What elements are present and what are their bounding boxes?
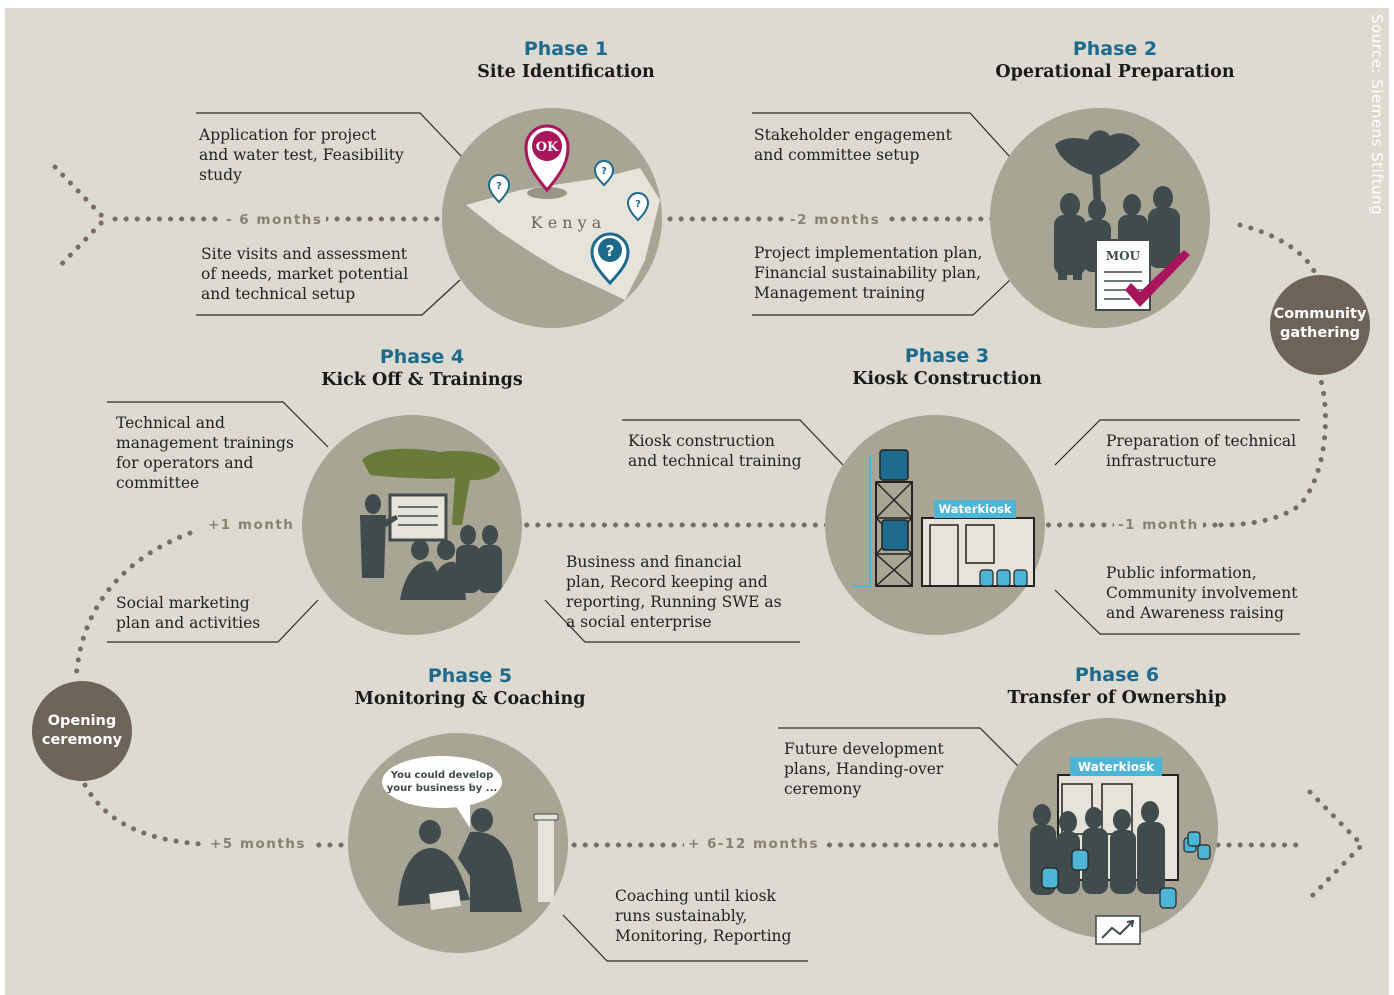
leader-p6 (778, 727, 1023, 771)
trend-arrow-icon (1126, 919, 1135, 928)
phase-5-number: Phase 5 (427, 665, 513, 687)
community-gathering-bubble (1270, 275, 1370, 375)
phase-3-name: Kiosk Construction (852, 369, 1042, 389)
svg-text:?: ? (606, 242, 615, 260)
phase-5-name: Monitoring & Coaching (354, 689, 586, 709)
ownership-icon: Waterkiosk (1030, 757, 1211, 945)
svg-text:?: ? (496, 181, 502, 192)
phase-3-title: Phase 3 Kiosk Construction (797, 345, 1097, 391)
leader-p3-left (622, 419, 844, 466)
phase-4-text-top: Technical and management trainings for o… (116, 414, 294, 492)
leader-p4-top (107, 401, 329, 448)
training-icon (360, 448, 502, 600)
leader-p2-bottom (752, 279, 1011, 316)
leader-p3-right-top (1054, 419, 1300, 466)
phase-5-text: Coaching until kiosk runs sustainably, M… (615, 887, 792, 945)
tree-silhouette-icon (1055, 130, 1140, 225)
phase-1-title: Phase 1 Site Identification (416, 38, 716, 84)
flow-bubble-to-row-3 (1217, 369, 1328, 528)
coaching-icon: You could develop your business by ... (382, 756, 559, 912)
phase-1-text-bottom: Site visits and assessment of needs, mar… (201, 245, 409, 303)
phase-2-name: Operational Preparation (995, 62, 1235, 82)
phase-4-name: Kick Off & Trainings (321, 370, 523, 390)
duration-plus-1-month: +1 month (204, 517, 299, 533)
kiosk-construction-icon: Waterkiosk (852, 449, 1035, 587)
leader-p1-bottom (196, 279, 461, 316)
waterkiosk-sign-label: Waterkiosk (1078, 760, 1155, 774)
leader-p3-right-bottom (1054, 589, 1300, 635)
mou-group-icon: MOU (1054, 130, 1190, 311)
phase-1-text-top: Application for project and water test, … (199, 126, 404, 184)
duration-minus-6-months: - 6 months (222, 212, 327, 228)
duration-plus-5-months: +5 months (206, 836, 310, 852)
svg-text:?: ? (635, 199, 641, 210)
ok-label: OK (536, 140, 559, 155)
leader-p4-right (544, 599, 800, 643)
leader-p4-bottom (107, 599, 319, 643)
community-gathering-label: Community gathering (1273, 306, 1367, 341)
phase-4-text-bottom: Social marketing plan and activities (116, 594, 261, 632)
kenya-label: K e n y a (531, 213, 602, 232)
question-pin-small-icon (487, 160, 650, 222)
phase-2-text-bottom: Project implementation plan, Financial s… (754, 244, 983, 302)
phase-2-number: Phase 2 (1072, 38, 1158, 60)
opening-ceremony-label: Opening ceremony (41, 713, 123, 748)
phase-6-name: Transfer of Ownership (1007, 688, 1227, 708)
tree-canopy-icon (362, 448, 500, 525)
phase-3-text-left: Kiosk construction and technical trainin… (628, 432, 802, 470)
leader-lines (107, 112, 1300, 962)
phase-3-text-right-bottom: Public information, Community involvemen… (1106, 564, 1298, 622)
phase-3-text-right-top: Preparation of technical infrastructure (1106, 432, 1297, 470)
speech-line-2: your business by ... (387, 783, 497, 794)
duration-6-12-months: + 6-12 months (684, 836, 824, 852)
phase-5-title: Phase 5 Monitoring & Coaching (320, 665, 620, 711)
speech-line-1: You could develop (390, 770, 493, 781)
phase-1-number: Phase 1 (523, 38, 609, 60)
waterkiosk-label: Waterkiosk (939, 502, 1012, 516)
opening-ceremony-bubble (32, 681, 132, 781)
entry-chevron (52, 164, 109, 274)
duration-minus-1-month: -1 month (1114, 517, 1203, 533)
checkmark-icon (1125, 250, 1190, 307)
phase-2-title: Phase 2 Operational Preparation (965, 38, 1265, 84)
exit-chevron (1307, 789, 1366, 901)
flow-row-3-to-bubble (73, 530, 193, 683)
phase-6-title: Phase 6 Transfer of Ownership (967, 664, 1267, 710)
phase-3-number: Phase 3 (904, 345, 990, 367)
leader-p2-top (752, 112, 1011, 158)
leader-p1-top (196, 112, 463, 158)
kenya-map-icon: OK ? ? ? ? K e n y a (466, 124, 660, 300)
speech-bubble-text: You could develop your business by ... (387, 770, 497, 794)
phase-6-text: Future development plans, Handing-over c… (784, 740, 944, 798)
source-credit: Source: Siemens Stiftung (1368, 14, 1386, 216)
svg-text:?: ? (601, 166, 607, 177)
flow-row-1-to-bubble (1237, 222, 1321, 283)
phase-4-text-right: Business and financial plan, Record keep… (566, 553, 782, 631)
leader-p5 (562, 914, 808, 962)
mou-label: MOU (1106, 249, 1141, 263)
phase-2-text-top: Stakeholder engagement and committee set… (754, 126, 952, 164)
phase-6-number: Phase 6 (1074, 664, 1160, 686)
phase-1-name: Site Identification (477, 62, 655, 82)
duration-minus-2-months: -2 months (786, 212, 885, 228)
phase-4-title: Phase 4 Kick Off & Trainings (272, 346, 572, 392)
phase-4-number: Phase 4 (379, 346, 465, 368)
